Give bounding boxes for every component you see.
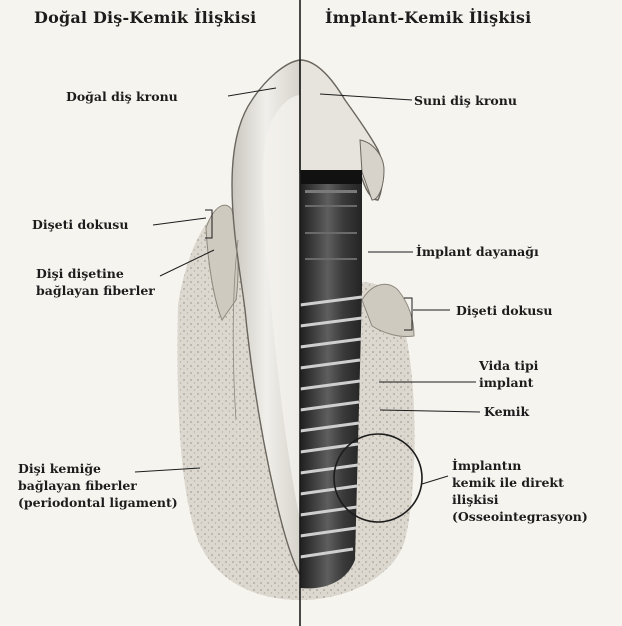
label-tooth-bone-fibers-line1: Dişi kemiğe xyxy=(18,461,101,476)
label-gingiva-left: Dişeti dokusu xyxy=(32,217,128,232)
label-gingiva-right: Dişeti dokusu xyxy=(456,303,552,318)
heading-natural: Doğal Diş-Kemik İlişkisi xyxy=(34,8,256,27)
label-artificial-crown: Suni diş kronu xyxy=(414,93,517,108)
label-tooth-gum-fibers-line1: Dişi dişetine xyxy=(36,266,124,281)
label-tooth-bone-fibers-line3: (periodontal ligament) xyxy=(18,495,178,510)
label-osseo-line1: İmplantın xyxy=(452,458,521,473)
label-tooth-gum-fibers-line2: bağlayan fiberler xyxy=(36,283,155,298)
label-implant-abutment: İmplant dayanağı xyxy=(416,244,539,259)
heading-implant: İmplant-Kemik İlişkisi xyxy=(325,8,531,27)
implant-body xyxy=(300,170,362,588)
label-bone: Kemik xyxy=(484,404,529,419)
label-osseo-line3: ilişkisi xyxy=(452,492,498,507)
label-screw-implant-line1: Vida tipi xyxy=(479,358,538,373)
label-natural-crown: Doğal diş kronu xyxy=(66,89,178,104)
label-tooth-bone-fibers-line2: bağlayan fiberler xyxy=(18,478,137,493)
label-osseo-line4: (Osseointegrasyon) xyxy=(452,509,588,524)
label-osseo-line2: kemik ile direkt xyxy=(452,475,564,490)
label-screw-implant-line2: implant xyxy=(479,375,533,390)
